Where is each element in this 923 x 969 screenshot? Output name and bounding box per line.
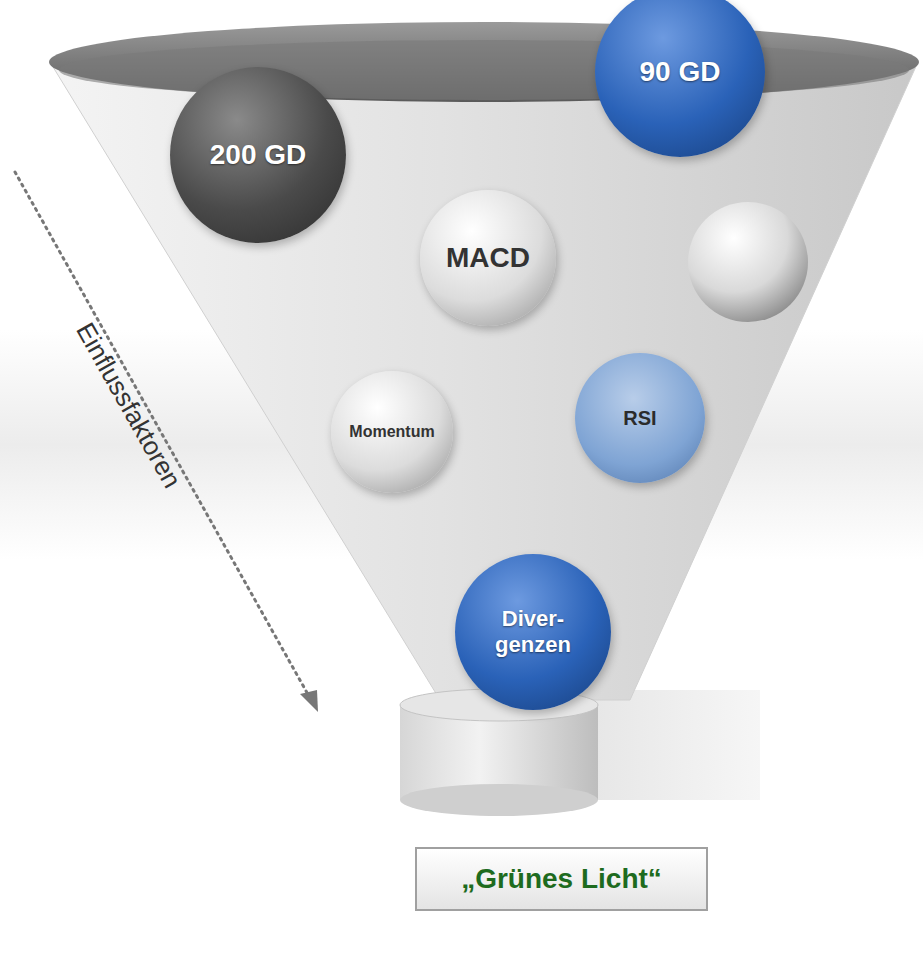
result-label: „Grünes Licht“: [461, 862, 662, 896]
sphere-label: RSI: [593, 406, 687, 430]
sphere-label: 200 GD: [195, 138, 322, 172]
arrow-head: [300, 690, 318, 712]
indicator-sphere: Momentum: [331, 371, 453, 493]
sphere-label: MACD: [439, 241, 537, 275]
funnel-rim: [49, 22, 919, 102]
indicator-sphere: 200 GD: [170, 67, 346, 243]
empty-sphere: [688, 202, 808, 322]
dotted-arrow: [15, 172, 310, 698]
indicator-sphere: Diver- genzen: [455, 554, 611, 710]
result-box: „Grünes Licht“: [415, 847, 708, 911]
sphere-label: Momentum: [348, 422, 436, 441]
cylinder-base: [400, 784, 598, 816]
sphere-label: 90 GD: [619, 55, 741, 89]
sphere-label: Diver- genzen: [485, 606, 581, 659]
indicator-sphere: MACD: [420, 190, 556, 326]
funnel-opening: [59, 40, 909, 100]
indicator-sphere: RSI: [575, 353, 705, 483]
